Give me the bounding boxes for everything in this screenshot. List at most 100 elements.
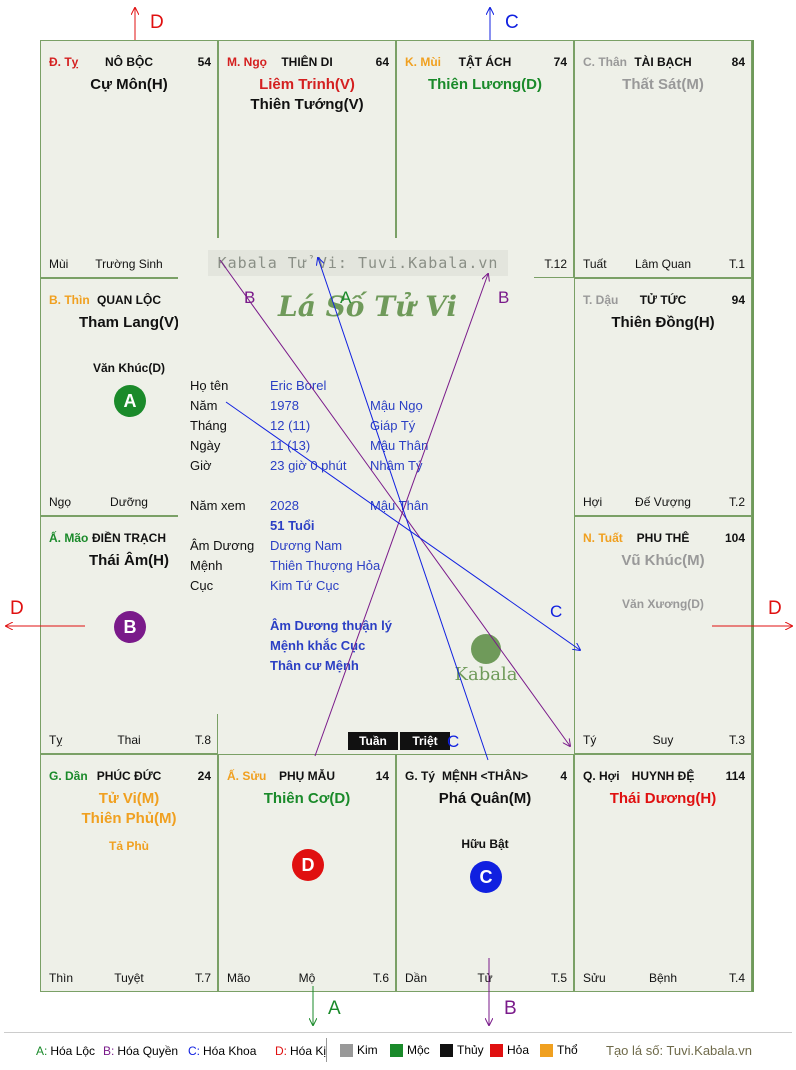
- palace-house: TÀI BẠCH: [634, 55, 692, 69]
- palace-branch: Mão: [227, 971, 251, 985]
- element-swatch-icon: [540, 1044, 553, 1058]
- palace-house: PHU THÊ: [636, 531, 690, 545]
- element-label: Thổ: [557, 1043, 578, 1057]
- line-label-b1: B: [244, 288, 256, 307]
- element-swatch-icon: [390, 1044, 403, 1058]
- element-swatch-icon: [340, 1044, 353, 1058]
- palace-house: QUAN LỘC: [97, 293, 161, 307]
- outer-label-bottom-right: B: [504, 998, 517, 1019]
- palace-number: 114: [725, 769, 745, 783]
- legend-transformation: A:Hóa Lộc: [36, 1044, 95, 1058]
- info-v: 11 (13): [270, 438, 311, 453]
- palace-stage: Tử: [477, 971, 493, 985]
- palace-stem: B. Thìn: [49, 293, 90, 307]
- palace-stem: N. Tuất: [583, 531, 623, 545]
- center-info-panel: Kabala Tử Vi: Tuvi.Kabala.vn Lá Số Tử Vi…: [178, 238, 534, 714]
- main-stars: Cự Môn(H): [41, 75, 217, 95]
- palace-house: PHÚC ĐỨC: [96, 769, 162, 783]
- palace-house: MỆNH <THÂN>: [441, 769, 528, 783]
- main-star: Cự Môn(H): [90, 76, 168, 93]
- palace-age: T.3: [728, 733, 745, 747]
- palace-branch: Sửu: [583, 971, 606, 985]
- info-v: 23 giờ 0 phút: [270, 458, 347, 473]
- palace-stem: M. Ngọ: [227, 55, 267, 69]
- outer-label-bottom-left: A: [328, 998, 341, 1019]
- info-k: Cục: [190, 578, 214, 593]
- palace-stage: Suy: [652, 733, 674, 747]
- legend-element: Thủy: [440, 1043, 484, 1058]
- info-k: Họ tên: [190, 378, 229, 393]
- legend-element: Mộc: [390, 1043, 430, 1058]
- info-k: Âm Dương: [190, 538, 255, 553]
- palace-number: 104: [724, 531, 745, 545]
- legend-label: Hóa Lộc: [50, 1044, 96, 1058]
- legend-separator: [326, 1038, 327, 1062]
- palace-number: 94: [731, 293, 745, 307]
- legend-transformation: B:Hóa Quyền: [103, 1044, 178, 1058]
- palace-number: 74: [553, 55, 567, 69]
- legend-prefix: D:: [275, 1044, 287, 1058]
- legend-element: Hỏa: [490, 1043, 529, 1058]
- site-credit[interactable]: Tạo lá số: Tuvi.Kabala.vn: [606, 1043, 752, 1058]
- palace-number: 24: [197, 769, 211, 783]
- main-stars: Thái Dương(H): [575, 789, 751, 809]
- legend-prefix: A:: [36, 1044, 48, 1058]
- palace-age: T.5: [550, 971, 567, 985]
- legend-prefix: B:: [103, 1044, 115, 1058]
- palace-stage: Dưỡng: [110, 495, 148, 509]
- palace-branch: Tý: [583, 733, 597, 747]
- legend-transformation: D:Hóa Kị: [275, 1044, 326, 1058]
- main-star: Thái Âm(H): [89, 552, 169, 569]
- palace-stage: Bệnh: [648, 971, 678, 985]
- palace-age: T.2: [728, 495, 745, 509]
- outer-label-left: D: [10, 598, 24, 619]
- line-label-c2: C: [447, 732, 460, 751]
- palace-stem: Ấ. Mão: [49, 531, 89, 545]
- info-v: Eric Borel: [270, 378, 327, 393]
- palace-house: THIÊN DI: [281, 55, 333, 69]
- info-v: 12 (11): [270, 418, 311, 433]
- palace-age: T.1: [728, 257, 745, 271]
- legend-transformation: C:Hóa Khoa: [188, 1044, 256, 1058]
- line-label-c1: C: [550, 602, 563, 621]
- palace-stage: Trường Sinh: [95, 257, 163, 271]
- info-k: Mệnh: [190, 558, 223, 573]
- palace-age: T.8: [194, 733, 211, 747]
- palace-number: 14: [375, 769, 389, 783]
- main-star: Thiên Lương(D): [427, 76, 542, 93]
- info-v: 1978: [270, 398, 299, 413]
- palace-house: NÔ BỘC: [105, 55, 153, 69]
- palace-branch: Hợi: [583, 495, 603, 509]
- info-k: Tháng: [190, 418, 227, 433]
- main-stars: Vũ Khúc(M): [575, 551, 751, 571]
- palace-branch: Mùi: [49, 257, 69, 271]
- legend-element: Thổ: [540, 1043, 578, 1058]
- triet-tag: Triệt: [400, 732, 450, 750]
- main-star: Thiên Tướng(V): [250, 96, 364, 113]
- palace-branch: Ngọ: [49, 495, 72, 509]
- palace-number: 4: [560, 769, 567, 783]
- palace-stem: Đ. Tỵ: [49, 55, 79, 69]
- outer-label-right: D: [768, 598, 782, 619]
- info-v2: Nhâm Tý: [370, 458, 423, 473]
- palace-age: T.7: [194, 971, 211, 985]
- palace-stem: Ấ. Sửu: [227, 769, 267, 783]
- chart-note: Mệnh khắc Cục: [270, 638, 366, 653]
- palace-house: ĐIỀN TRẠCH: [92, 531, 166, 545]
- main-stars: Phá Quân(M): [397, 789, 573, 809]
- chart-note: Âm Dương thuận lý: [270, 618, 392, 633]
- palace-age: T.12: [544, 257, 567, 271]
- palace-number: 84: [731, 55, 745, 69]
- info-k: Giờ: [190, 458, 212, 473]
- palace-stem: G. Tý: [405, 769, 436, 783]
- main-star: Thiên Phủ(M): [81, 810, 177, 827]
- main-stars: Tham Lang(V): [41, 313, 217, 333]
- info-k: Ngày: [190, 438, 221, 453]
- minor-star: Tả Phù: [108, 839, 149, 853]
- main-star: Thiên Cơ(D): [263, 790, 351, 807]
- palace-branch: Tuất: [583, 257, 607, 271]
